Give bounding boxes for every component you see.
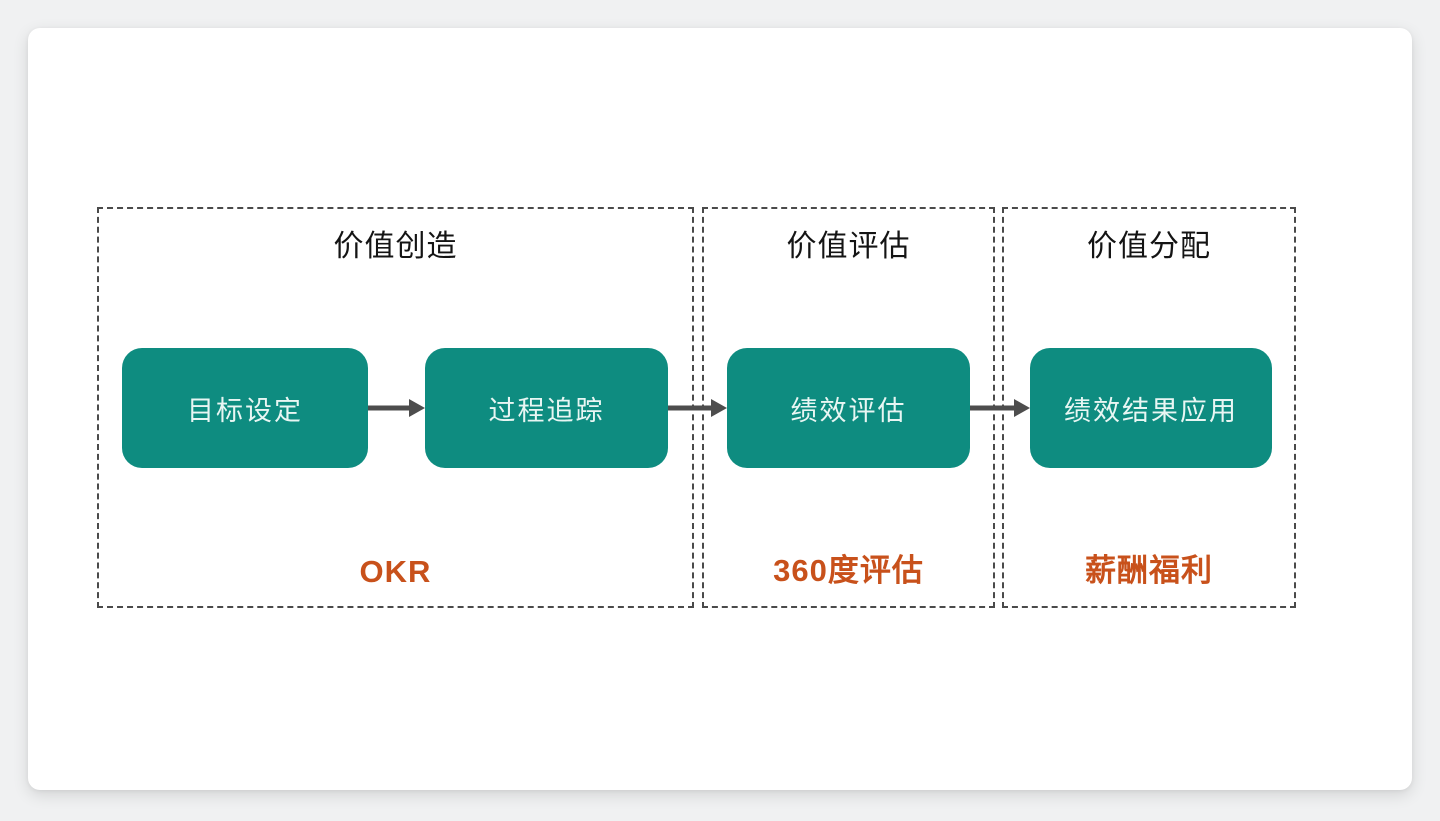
section-value-distribution: 价值分配 薪酬福利	[1002, 207, 1296, 608]
section-value-creation: 价值创造 OKR	[97, 207, 694, 608]
tool-label-360-evaluation: 360度评估	[773, 553, 924, 588]
arrow-line	[970, 405, 1017, 411]
node-performance-evaluation: 绩效评估	[727, 348, 970, 468]
flow-arrow-2	[668, 399, 727, 417]
section-title-value-evaluation: 价值评估	[786, 230, 911, 263]
tool-label-okr: OKR	[359, 554, 432, 589]
flow-arrow-1	[368, 399, 425, 417]
node-goal-setting: 目标设定	[122, 348, 368, 468]
arrow-right-icon	[711, 399, 727, 417]
arrow-line	[368, 405, 412, 411]
diagram-card: 价值创造 OKR 价值评估 360度评估 价值分配 薪酬福利 目标设定 过程追踪…	[28, 28, 1412, 790]
arrow-line	[668, 405, 714, 411]
section-title-value-distribution: 价值分配	[1087, 230, 1211, 263]
section-title-value-creation: 价值创造	[333, 230, 458, 263]
arrow-right-icon	[409, 399, 425, 417]
tool-label-compensation-benefits: 薪酬福利	[1085, 553, 1213, 588]
node-process-tracking: 过程追踪	[425, 348, 668, 468]
arrow-right-icon	[1014, 399, 1030, 417]
flow-arrow-3	[970, 399, 1030, 417]
node-performance-result-application: 绩效结果应用	[1030, 348, 1272, 468]
